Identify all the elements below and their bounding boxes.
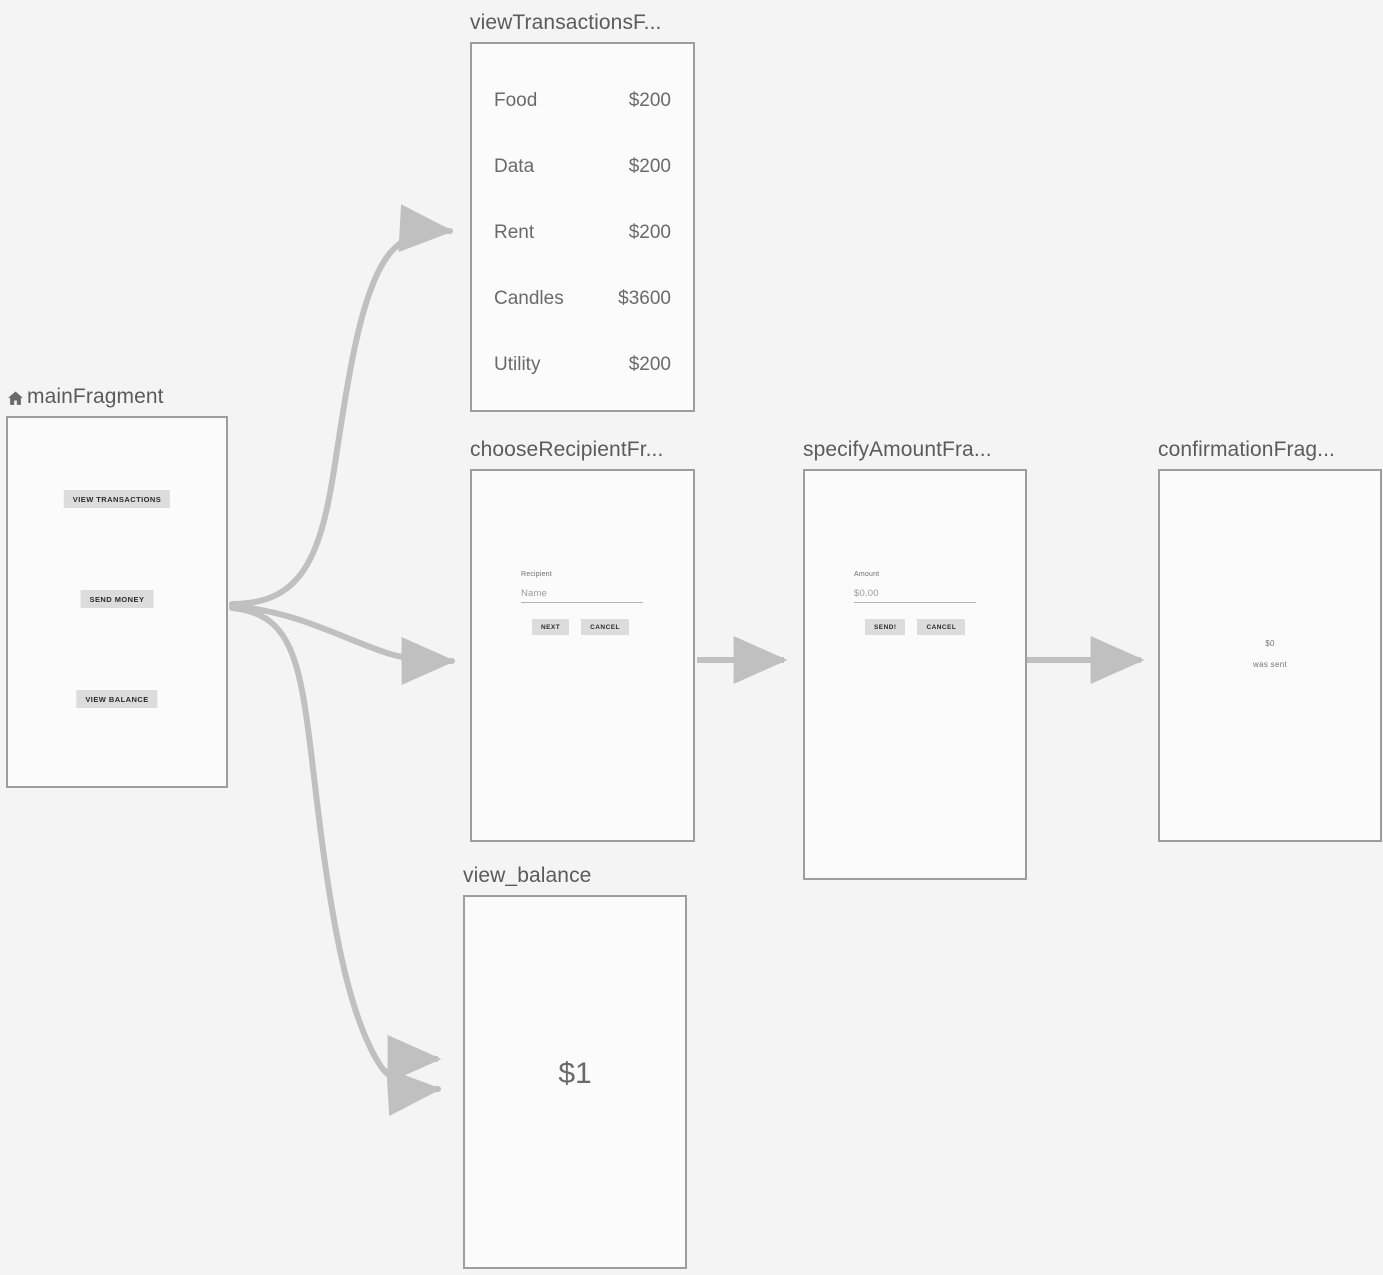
node-choose-recipient-title: chooseRecipientFr... <box>470 438 664 461</box>
recipient-name-input[interactable]: Name <box>521 588 643 603</box>
amount-input[interactable]: $0.00 <box>854 588 976 603</box>
node-main-fragment-title: mainFragment <box>27 385 164 408</box>
transaction-category: Rent <box>494 222 535 243</box>
node-view-transactions-fragment[interactable]: viewTransactionsF... Food $200 Data $200… <box>470 10 695 412</box>
transaction-amount: $200 <box>628 222 671 243</box>
table-row: Food $200 <box>494 68 671 134</box>
table-row: Utility $200 <box>494 332 671 398</box>
node-specify-amount-title: specifyAmountFra... <box>803 438 992 461</box>
node-choose-recipient-fragment[interactable]: chooseRecipientFr... Recipient Name NEXT… <box>470 437 695 842</box>
recipient-field-label: Recipient <box>521 571 552 578</box>
transaction-amount: $200 <box>628 354 671 375</box>
edge-main-to-view-balance <box>229 605 442 1117</box>
view-transactions-button[interactable]: VIEW TRANSACTIONS <box>63 490 171 508</box>
specify-amount-frame[interactable]: Amount $0.00 SEND! CANCEL <box>803 469 1027 880</box>
view-balance-frame[interactable]: $1 <box>463 895 687 1269</box>
confirmation-frame[interactable]: $0 was sent <box>1158 469 1382 842</box>
recipient-form-actions: NEXT CANCEL <box>521 619 661 635</box>
edge-main-to-choose-recipient <box>229 603 456 685</box>
cancel-button[interactable]: CANCEL <box>581 619 629 635</box>
cancel-button[interactable]: CANCEL <box>917 619 966 635</box>
recipient-form: Recipient Name NEXT CANCEL <box>521 571 661 635</box>
main-fragment-frame[interactable]: VIEW TRANSACTIONS SEND MONEY VIEW BALANC… <box>6 416 228 788</box>
amount-field-label: Amount <box>854 571 880 578</box>
send-money-button[interactable]: SEND MONEY <box>80 590 154 608</box>
transaction-category: Candles <box>494 288 564 309</box>
node-confirmation-fragment[interactable]: confirmationFrag... $0 was sent <box>1158 437 1382 842</box>
edge-main-to-view-transactions <box>229 204 454 607</box>
balance-amount: $1 <box>558 1057 592 1090</box>
view-transactions-frame[interactable]: Food $200 Data $200 Rent $200 Candles $3… <box>470 42 695 412</box>
send-button[interactable]: SEND! <box>865 619 906 635</box>
node-main-fragment[interactable]: mainFragment VIEW TRANSACTIONS SEND MONE… <box>6 384 228 788</box>
transaction-amount: $3600 <box>618 288 671 309</box>
next-button[interactable]: NEXT <box>532 619 570 635</box>
view-balance-button[interactable]: VIEW BALANCE <box>76 690 158 708</box>
table-row: Data $200 <box>494 134 671 200</box>
transaction-list: Food $200 Data $200 Rent $200 Candles $3… <box>472 68 693 398</box>
node-view-balance-title: view_balance <box>463 864 592 887</box>
confirmation-message-block: $0 was sent <box>1160 639 1380 669</box>
amount-form-actions: SEND! CANCEL <box>854 619 994 635</box>
node-specify-amount-fragment[interactable]: specifyAmountFra... Amount $0.00 SEND! C… <box>803 437 1027 880</box>
home-icon <box>6 389 25 408</box>
transaction-amount: $200 <box>628 156 671 177</box>
amount-form: Amount $0.00 SEND! CANCEL <box>854 571 994 635</box>
confirmation-amount: $0 <box>1265 639 1275 648</box>
transaction-category: Food <box>494 90 538 111</box>
transaction-category: Data <box>494 156 535 177</box>
transaction-category: Utility <box>494 354 541 375</box>
node-view-balance-fragment[interactable]: view_balance $1 <box>463 863 687 1269</box>
node-main-fragment-title-row: mainFragment <box>6 384 228 410</box>
transaction-amount: $200 <box>628 90 671 111</box>
node-view-transactions-title: viewTransactionsF... <box>470 11 662 34</box>
table-row: Rent $200 <box>494 200 671 266</box>
confirmation-message: was sent <box>1253 660 1287 669</box>
node-confirmation-title: confirmationFrag... <box>1158 438 1335 461</box>
table-row: Candles $3600 <box>494 266 671 332</box>
choose-recipient-frame[interactable]: Recipient Name NEXT CANCEL <box>470 469 695 842</box>
